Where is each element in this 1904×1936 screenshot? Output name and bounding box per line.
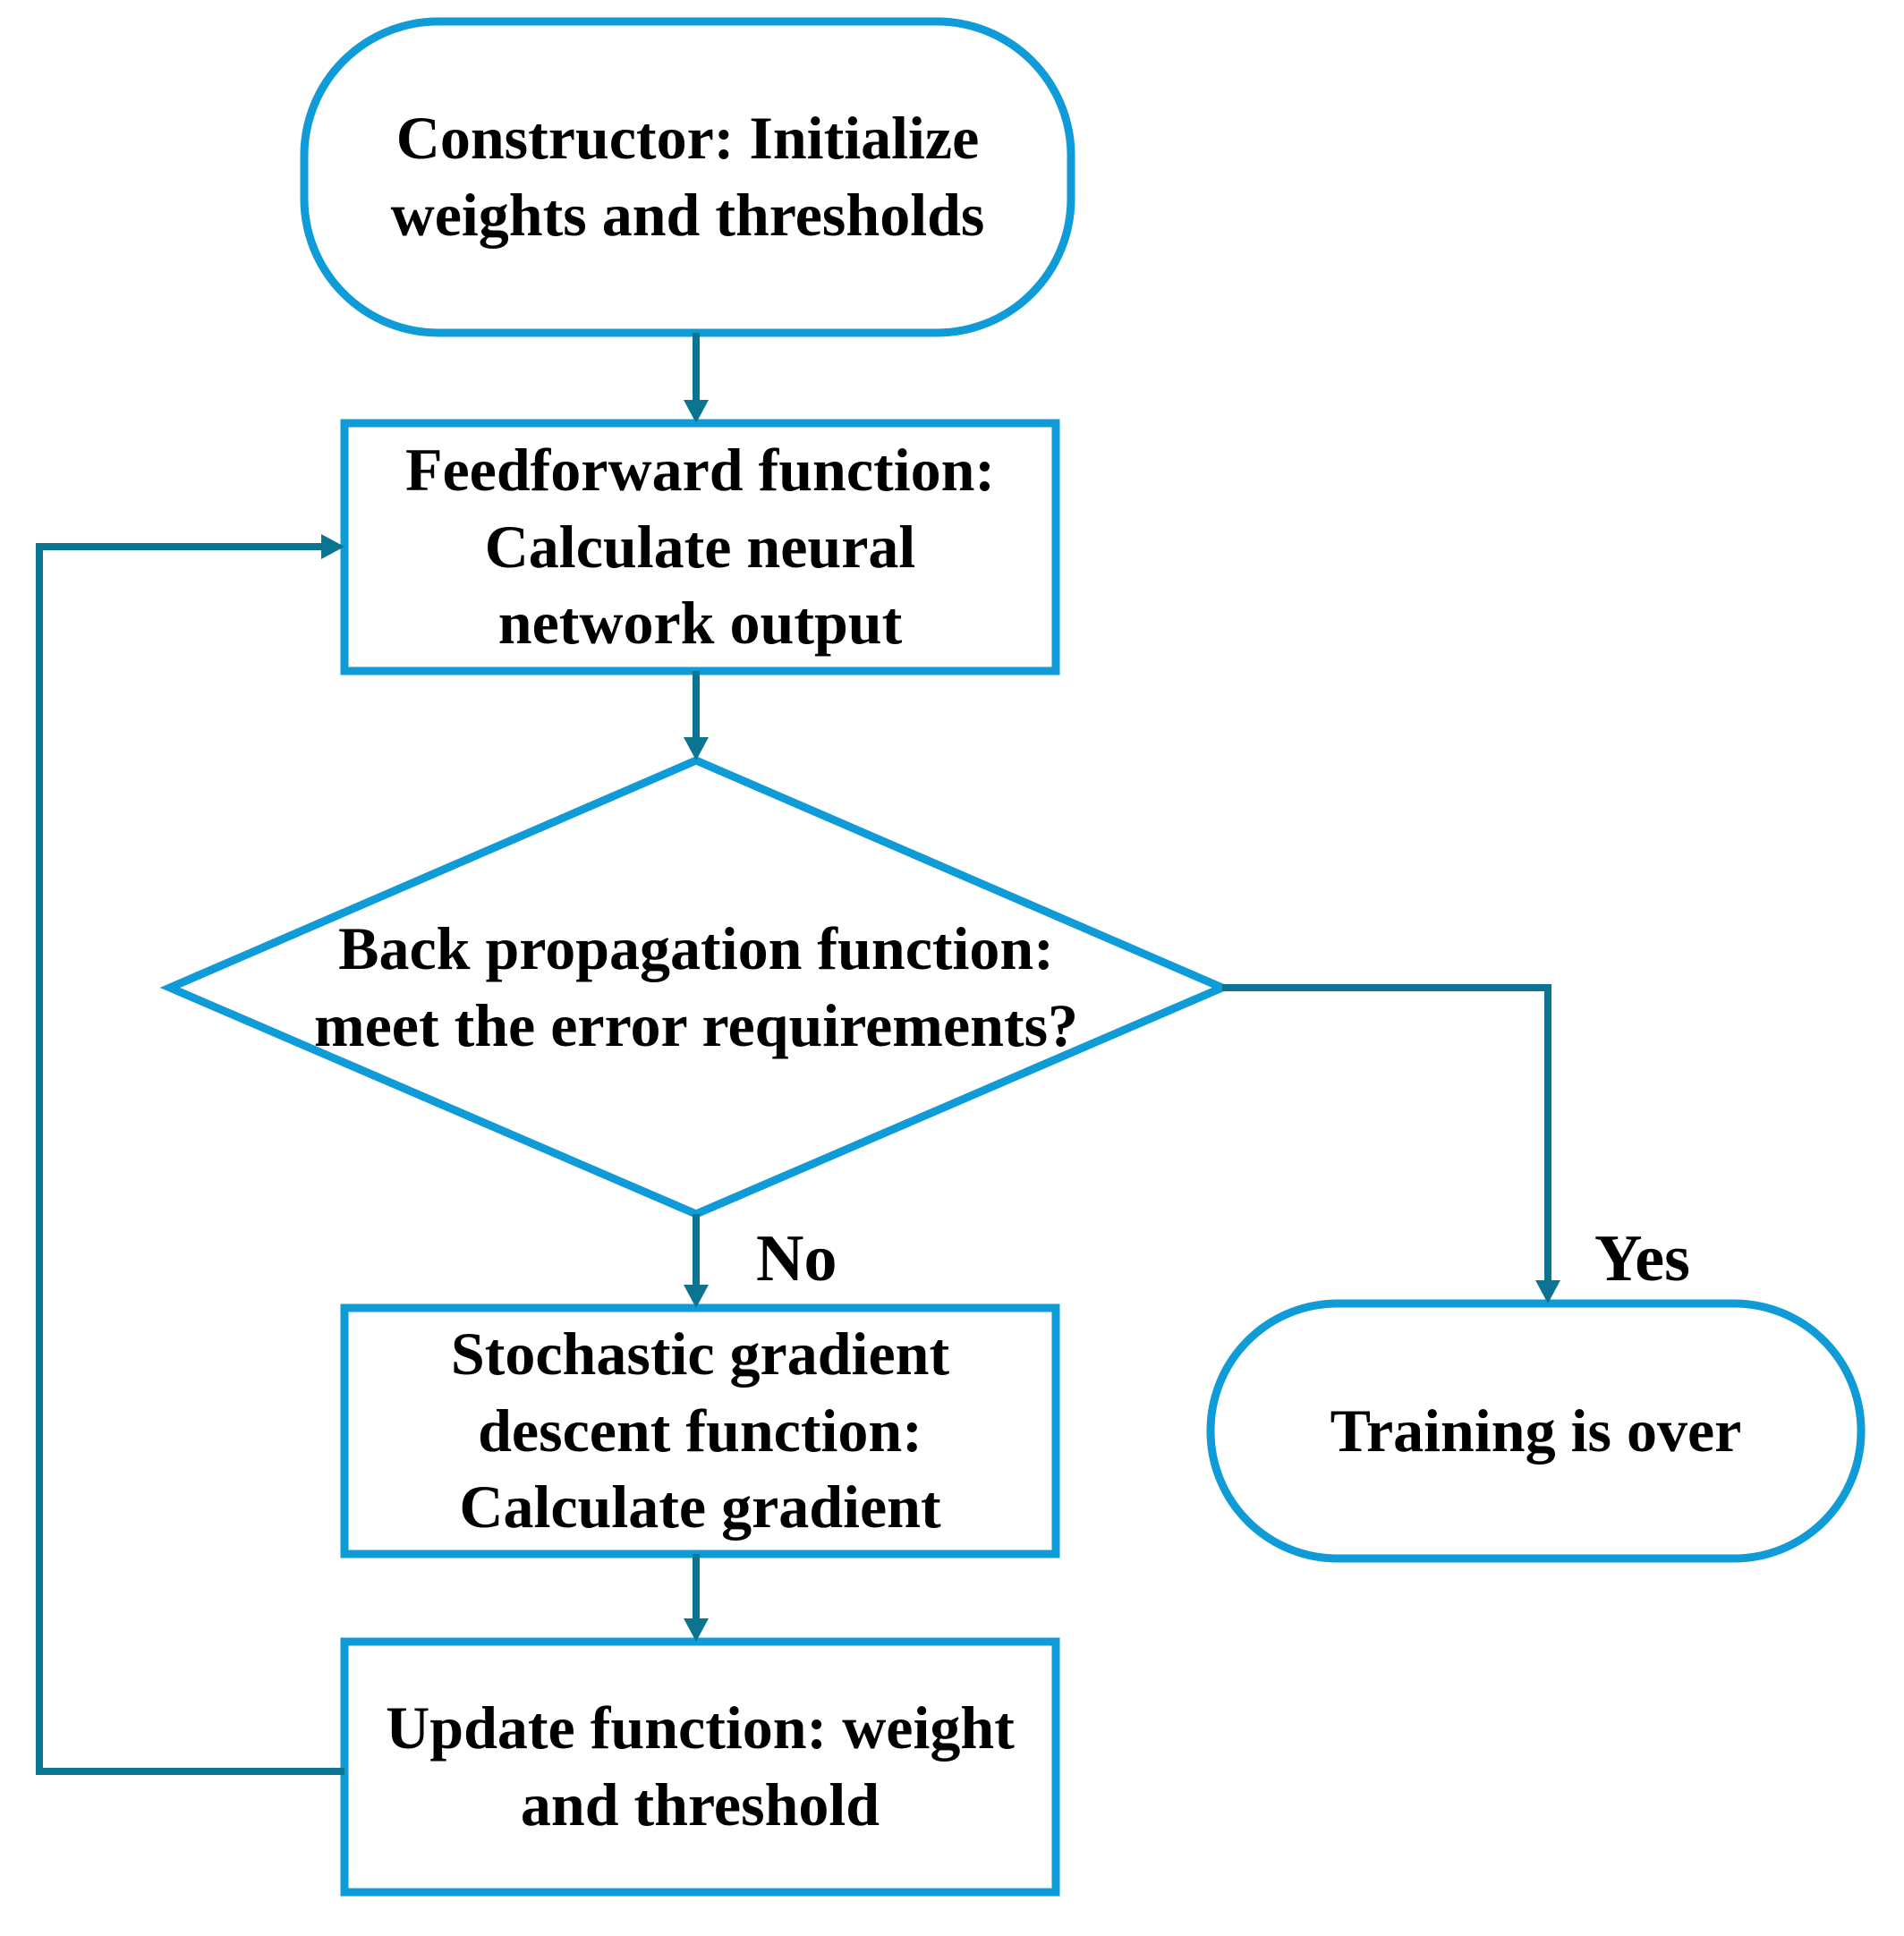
start-node-line: weights and thresholds xyxy=(390,181,985,249)
update-node-line: Update function: weight xyxy=(386,1694,1015,1762)
edge-sgd-to-update xyxy=(684,1554,709,1642)
feedforward-node-line: Feedforward function: xyxy=(404,435,996,504)
arrowhead-down-icon xyxy=(684,400,709,423)
edge-label-no: No xyxy=(756,1222,837,1295)
feedforward-node-line: Calculate neural xyxy=(484,512,916,581)
edge-update-loop-to-feedforward xyxy=(36,534,344,1775)
update-node-line: and threshold xyxy=(520,1770,880,1838)
feedforward-node-line: network output xyxy=(497,589,903,658)
update-node: Update function: weight and threshold xyxy=(344,1642,1056,1892)
start-node: Constructor: Initialize weights and thre… xyxy=(304,21,1071,333)
feedforward-node: Feedforward function: Calculate neural n… xyxy=(344,423,1056,671)
decision-node: Back propagation function: meet the erro… xyxy=(170,760,1222,1214)
edge-decision-no-to-sgd xyxy=(684,1214,709,1308)
sgd-node-line: descent function: xyxy=(478,1396,922,1465)
sgd-process-shape xyxy=(340,1303,1060,1558)
end-node: Training is over xyxy=(1211,1303,1861,1558)
sgd-node-line: Calculate gradient xyxy=(459,1473,941,1541)
edge-start-to-feedforward xyxy=(684,333,709,423)
end-node-line: Training is over xyxy=(1330,1396,1742,1465)
end-terminator-shape xyxy=(1206,1299,1866,1563)
arrowhead-down-icon xyxy=(1535,1280,1560,1303)
arrowhead-down-icon xyxy=(684,1285,709,1308)
start-node-line: Constructor: Initialize xyxy=(395,104,980,173)
start-terminator-shape xyxy=(300,17,1075,337)
edge-feedforward-to-decision xyxy=(684,671,709,760)
update-process-shape xyxy=(340,1637,1060,1897)
sgd-node: Stochastic gradient descent function: Ca… xyxy=(344,1308,1056,1554)
arrowhead-down-icon xyxy=(684,1618,709,1642)
arrowhead-right-icon xyxy=(321,534,344,559)
sgd-node-line: Stochastic gradient xyxy=(450,1319,950,1388)
feedforward-process-shape xyxy=(340,419,1060,675)
decision-node-line: meet the error requirements? xyxy=(313,990,1079,1059)
edge-decision-yes-to-end xyxy=(1222,984,1560,1303)
decision-node-line: Back propagation function: xyxy=(338,913,1054,982)
edge-label-yes: Yes xyxy=(1594,1222,1690,1295)
arrowhead-down-icon xyxy=(684,737,709,760)
